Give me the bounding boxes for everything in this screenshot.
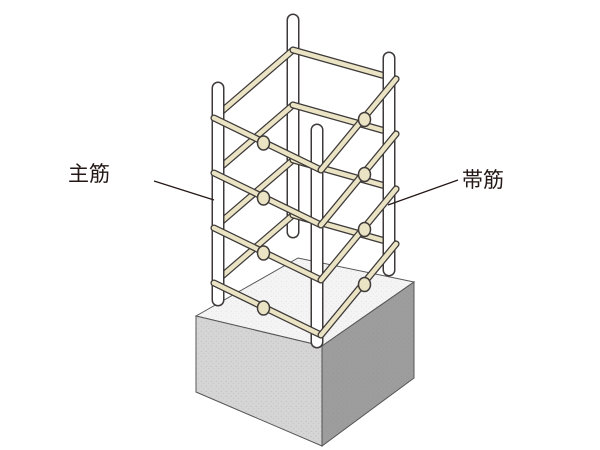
hoop-0-joint-left [256, 135, 271, 151]
hoop-2-front-right-core [318, 186, 399, 283]
hoop-1-joint-right [357, 166, 372, 183]
hoop-3-front-right-core [318, 241, 399, 338]
hoop-1-back-right-core [290, 102, 399, 137]
hoop-0-front-right-core [318, 76, 399, 173]
hoop-1-front-right-core [318, 131, 399, 228]
concrete-footing [194, 257, 416, 447]
hoop-2-joint-left [256, 245, 271, 261]
hoop-0-joint-right [357, 111, 372, 128]
hoop-0-back-right-core [290, 47, 399, 82]
hoop-3-joint-left [256, 300, 271, 316]
hoop-3-joint-right [357, 276, 372, 293]
hoop-1-joint-left [256, 190, 271, 206]
main-bar-leader-line [153, 180, 215, 201]
hoop-2-joint-right [357, 221, 372, 238]
main-bar-label: 主筋 [68, 162, 110, 186]
hoop-leader-line [387, 179, 459, 206]
hoop-label: 帯筋 [462, 168, 504, 192]
hoop-0-back-left-core [211, 47, 296, 121]
hoop-front-segments [210, 75, 400, 339]
